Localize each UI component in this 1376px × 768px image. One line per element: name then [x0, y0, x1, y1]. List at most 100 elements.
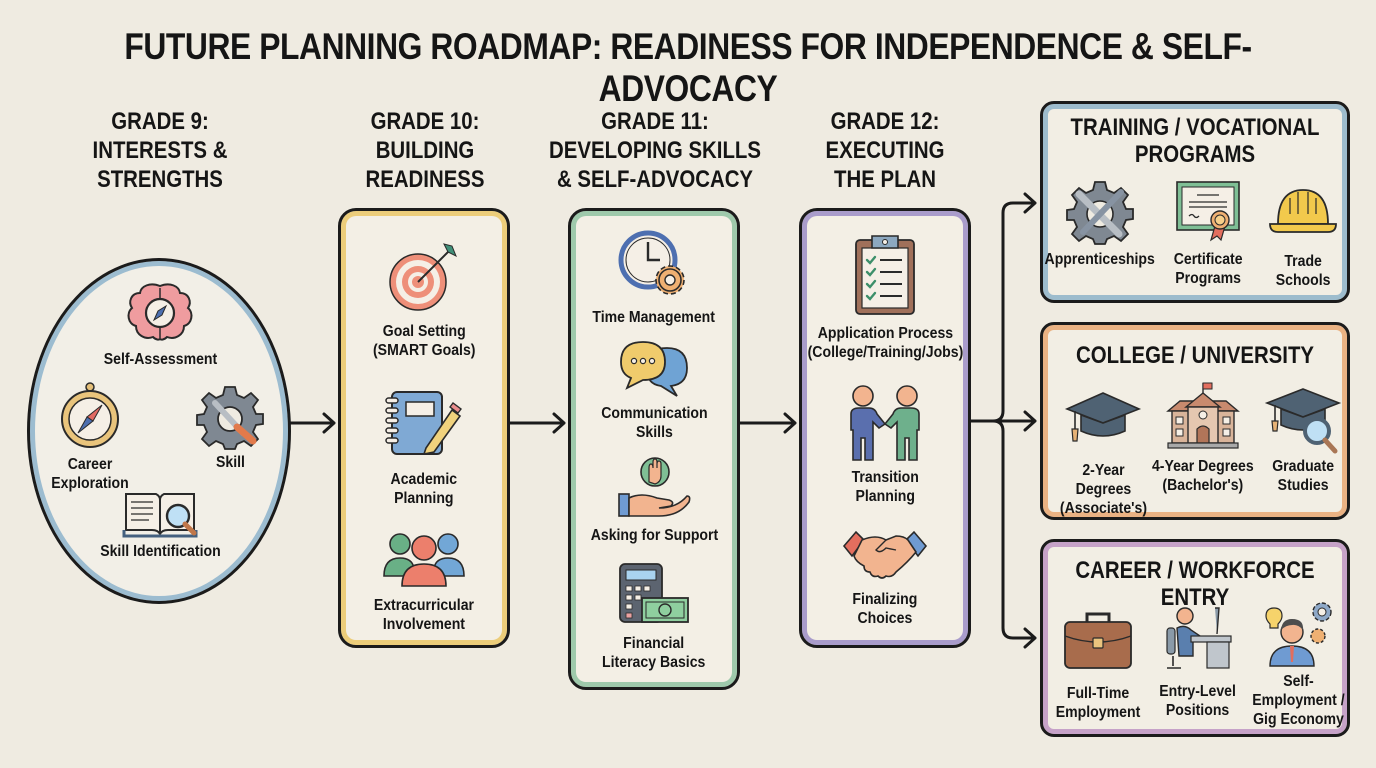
hard-hat-icon	[1269, 189, 1337, 233]
outcome-heading: CAREER / WORKFORCE ENTRY	[1066, 557, 1324, 611]
label-line: Entry-Level	[1159, 683, 1237, 700]
item-self-employment: Self- Employment / Gig Economy	[1243, 602, 1353, 729]
item-career-exploration: Career Exploration	[40, 382, 140, 493]
item-label: Extracurricular Involvement	[374, 596, 474, 634]
stage-heading-grade-10: GRADE 10: BUILDING READINESS	[340, 107, 510, 194]
graduation-cap-magnifier-icon	[1264, 388, 1342, 454]
label-line: Exploration	[51, 475, 129, 492]
label-line: Extracurricular	[373, 597, 475, 614]
outcome-heading: TRAINING / VOCATIONAL PROGRAMS	[1066, 114, 1324, 168]
item-label: Apprenticeships	[1044, 251, 1156, 268]
arrow-to-career	[991, 419, 1037, 649]
label-line: Skills	[635, 424, 673, 441]
outcome-heading: COLLEGE / UNIVERSITY	[1066, 342, 1324, 369]
label-line: Self-	[1282, 673, 1314, 690]
item-label: Self-Assessment	[103, 351, 217, 368]
heading-line: & SELF-ADVOCACY	[556, 166, 754, 193]
label-line: Academic	[390, 471, 458, 488]
person-idea-gears-icon	[1265, 602, 1332, 667]
item-apprenticeships: Apprenticeships	[1045, 180, 1155, 269]
brain-compass-icon	[127, 283, 193, 341]
item-label: Entry-Level Positions	[1160, 682, 1237, 720]
item-label: Finalizing Choices	[853, 590, 918, 628]
heading-line: DEVELOPING SKILLS	[549, 137, 761, 164]
heading-line: PROGRAMS	[1134, 141, 1256, 168]
item-label: Skill	[215, 454, 245, 471]
item-label: Communication Skills	[601, 404, 707, 442]
item-label: 4-Year Degrees (Bachelor's)	[1152, 457, 1254, 495]
heading-line: CAREER / WORKFORCE ENTRY	[1075, 557, 1315, 611]
compass-icon	[61, 382, 119, 448]
item-full-time-employment: Full-Time Employment	[1048, 610, 1148, 722]
label-line: Finalizing	[852, 591, 918, 608]
label-line: Schools	[1275, 272, 1331, 289]
label-line: Goal Setting	[382, 323, 466, 340]
calculator-money-icon	[619, 563, 689, 623]
graduation-cap-icon	[1064, 392, 1142, 442]
item-label: Career Exploration	[51, 455, 128, 493]
item-self-assessment: Self-Assessment	[100, 282, 220, 369]
label-line: (SMART Goals)	[372, 342, 476, 359]
item-finalizing-choices: Finalizing Choices	[805, 528, 965, 628]
two-people-handshake-icon	[850, 385, 920, 461]
label-line: Degrees	[1075, 481, 1131, 498]
label-line: Career	[67, 456, 113, 473]
item-skill-identification: Skill Identification	[90, 486, 230, 561]
certificate-icon	[1176, 181, 1240, 242]
item-label: Application Process (College/Training/Jo…	[807, 324, 963, 362]
label-line: Gig Economy	[1252, 711, 1344, 728]
item-skill: Skill	[190, 385, 270, 472]
heading-line: THE PLAN	[834, 166, 936, 193]
heading-line: GRADE 11:	[601, 108, 709, 135]
item-label: Asking for Support	[590, 527, 718, 544]
item-goal-setting: Goal Setting (SMART Goals)	[344, 240, 504, 360]
label-line: (College/Training/Jobs)	[807, 344, 963, 361]
item-asking-for-support: Asking for Support	[574, 456, 734, 545]
label-line: Full-Time	[1066, 685, 1130, 702]
item-label: Financial Literacy Basics	[602, 634, 705, 672]
item-communication-skills: Communication Skills	[574, 340, 734, 442]
item-label: Goal Setting (SMART Goals)	[373, 322, 475, 360]
label-line: Involvement	[382, 616, 466, 633]
item-extracurricular: Extracurricular Involvement	[344, 532, 504, 634]
speech-bubbles-icon	[620, 341, 688, 397]
label-line: (Bachelor's)	[1162, 477, 1244, 494]
heading-line: STRENGTHS	[97, 166, 223, 193]
item-transition-planning: Transition Planning	[805, 384, 965, 506]
raised-hand-icon	[618, 457, 691, 517]
university-building-icon	[1166, 382, 1240, 449]
clock-gear-icon	[618, 230, 685, 295]
heading-line: INTERESTS &	[92, 137, 228, 164]
label-line: (Associate's)	[1059, 500, 1147, 517]
label-line: Studies	[1277, 477, 1329, 494]
item-2-year-degrees: 2-Year Degrees (Associate's)	[1053, 389, 1153, 518]
item-label: Skill Identification	[99, 543, 221, 560]
label-line: Programs	[1175, 270, 1241, 287]
arrow-grade10-to-11	[508, 412, 566, 434]
item-entry-level-positions: Entry-Level Positions	[1148, 606, 1248, 720]
arrow-grade11-to-12	[738, 412, 797, 434]
stage-heading-grade-9: GRADE 9: INTERESTS & STRENGTHS	[84, 107, 237, 194]
heading-line: TRAINING / VOCATIONAL	[1070, 114, 1320, 141]
notebook-pencil-icon	[385, 391, 462, 456]
label-line: Planning	[394, 490, 454, 507]
group-people-icon	[383, 533, 465, 587]
outcome-college-university: COLLEGE / UNIVERSITY 2-Year Degrees (Ass…	[1040, 322, 1350, 520]
label-line: Communication	[600, 405, 708, 422]
target-arrow-icon	[389, 243, 457, 311]
item-label: Time Management	[592, 309, 716, 326]
label-line: Employment /	[1251, 692, 1345, 709]
person-at-desk-icon	[1166, 607, 1232, 669]
item-label: Transition Planning	[851, 468, 918, 506]
heading-line: GRADE 9:	[111, 108, 209, 135]
item-label: Academic Planning	[391, 470, 458, 508]
clipboard-checklist-icon	[855, 235, 915, 315]
label-line: 2-Year	[1081, 462, 1125, 479]
item-label: Certificate Programs	[1174, 250, 1243, 288]
book-magnifier-icon	[122, 493, 198, 538]
arrow-to-training	[969, 192, 1037, 423]
item-label: Full-Time Employment	[1056, 684, 1140, 722]
label-line: Planning	[855, 488, 915, 505]
label-line: Certificate	[1173, 251, 1243, 268]
